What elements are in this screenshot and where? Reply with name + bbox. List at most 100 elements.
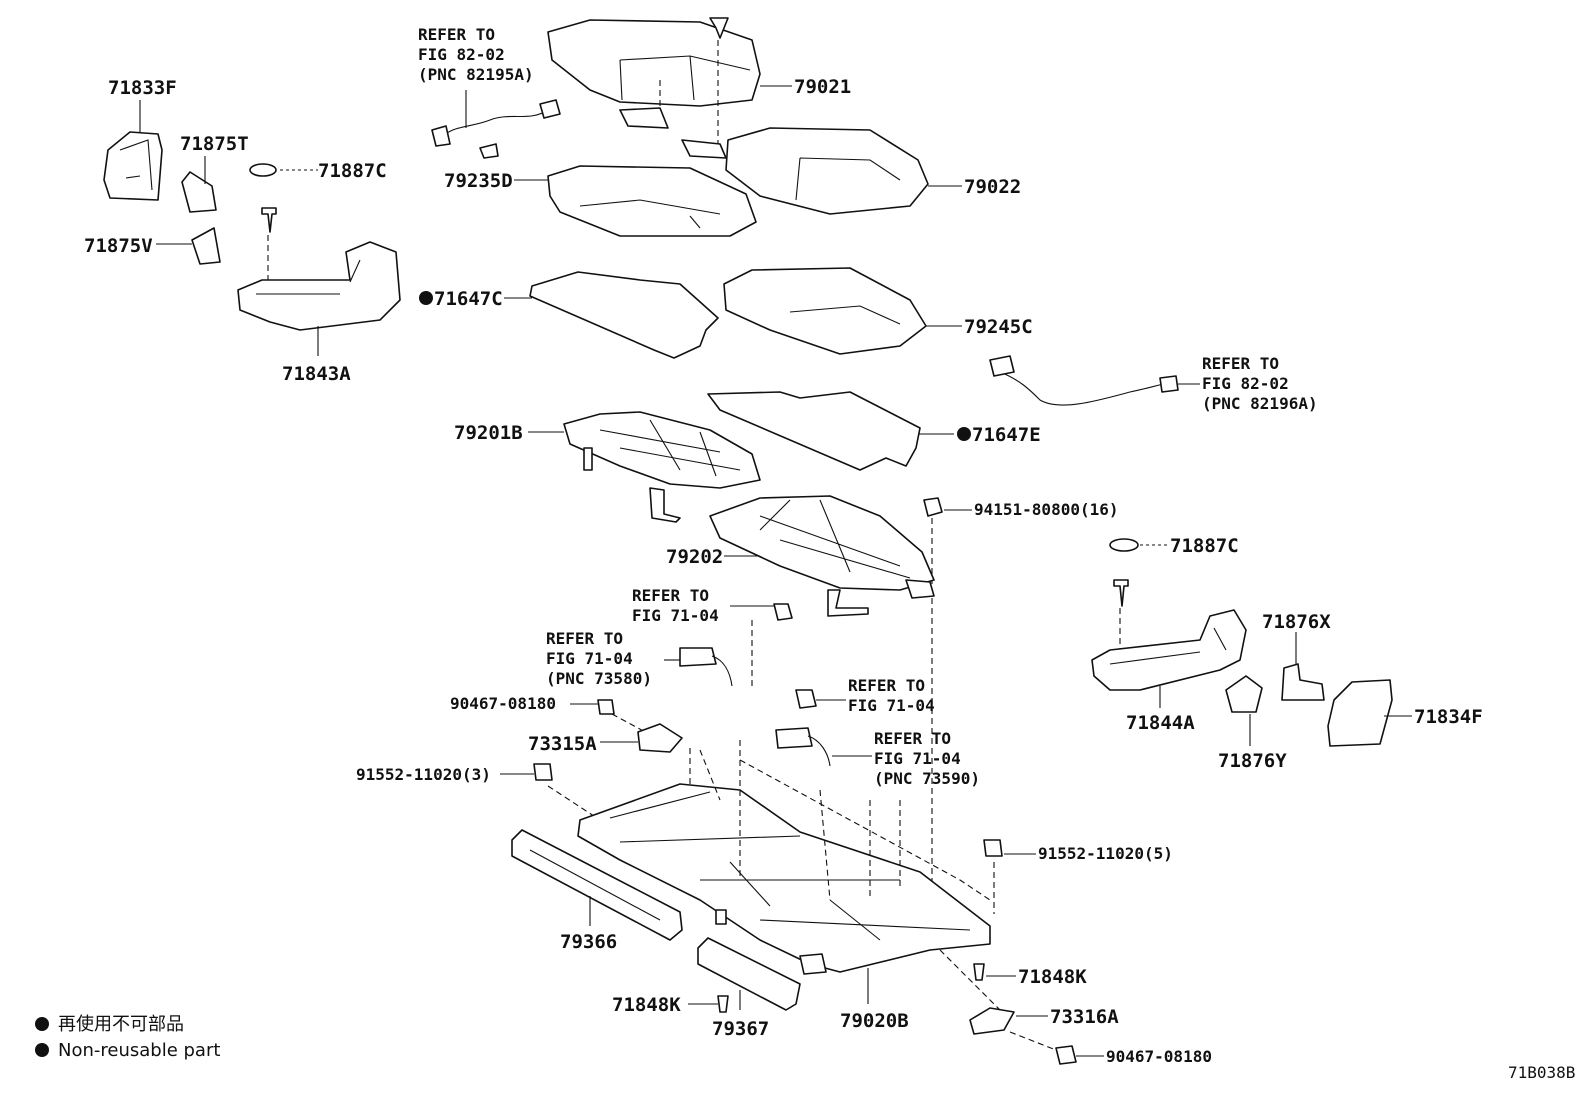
label-71848K-left: 71848K: [612, 994, 681, 1016]
clip-71848K-right: [973, 963, 985, 981]
label-71647E: 71647E: [972, 424, 1041, 446]
buckle-73590: [775, 727, 831, 767]
svg-text:(PNC 73590): (PNC 73590): [874, 769, 980, 788]
part-79367-track-cover: [697, 937, 801, 1011]
part-71833F-cover: [103, 131, 163, 201]
screw-right-top: [1113, 579, 1129, 607]
part-79366-track-cover: [511, 829, 683, 941]
label-91552-3: 91552-11020(3): [356, 765, 491, 784]
part-71647C-sheet: [529, 271, 719, 359]
label-71834F: 71834F: [1414, 706, 1483, 728]
label-79366: 79366: [560, 931, 617, 953]
label-73316A: 73316A: [1050, 1006, 1119, 1028]
part-71834F-cover: [1327, 679, 1393, 747]
svg-text:FIG 71-04: FIG 71-04: [848, 696, 935, 715]
label-71843A: 71843A: [282, 363, 351, 385]
label-71875V: 71875V: [84, 235, 153, 257]
bolt-refer-71-04: [773, 603, 793, 621]
wire-harness-82195A: [431, 99, 561, 159]
refer-71-04-b: REFER TO FIG 71-04: [848, 676, 935, 715]
svg-text:(PNC 82195A): (PNC 82195A): [418, 65, 534, 84]
part-71887C-cap-right: [1109, 538, 1139, 552]
legend: 再使用不可部品 Non-reusable part: [35, 1014, 220, 1061]
buckle-73580: [679, 647, 733, 687]
part-79022-cushion-pad: [725, 127, 929, 215]
label-71848K-right: 71848K: [1018, 966, 1087, 988]
refer-82195A: REFER TO FIG 82-02 (PNC 82195A): [418, 25, 534, 84]
legend-en: Non-reusable part: [58, 1040, 220, 1061]
part-71647E-sheet: [707, 391, 921, 471]
label-79202: 79202: [666, 546, 723, 568]
label-71887C-left: 71887C: [318, 160, 387, 182]
bolt-91552-5: [983, 839, 1003, 857]
clip-plate: [681, 139, 727, 159]
part-79201B-frame: [563, 411, 761, 523]
legend-bullet-en: [35, 1043, 49, 1057]
nut-94151: [923, 497, 943, 517]
refer-82196A: REFER TO FIG 82-02 (PNC 82196A): [1202, 354, 1318, 413]
svg-text:REFER TO: REFER TO: [848, 676, 925, 695]
label-91552-5: 91552-11020(5): [1038, 844, 1173, 863]
part-71875T-bracket: [181, 171, 217, 213]
refer-73580: REFER TO FIG 71-04 (PNC 73580): [546, 629, 652, 688]
part-79235D-cover: [547, 165, 757, 237]
label-79021: 79021: [794, 76, 851, 98]
bolt-90467-bottom: [1055, 1045, 1077, 1065]
label-79020B: 79020B: [840, 1010, 909, 1032]
svg-text:FIG 71-04: FIG 71-04: [632, 606, 719, 625]
bolt-refer-71-04-mid: [795, 689, 817, 709]
part-71876Y-bracket: [1225, 675, 1263, 713]
part-79021-cushion-cover: [547, 19, 761, 129]
svg-text:FIG 82-02: FIG 82-02: [1202, 374, 1289, 393]
part-73315A-bracket: [637, 723, 683, 753]
svg-text:REFER TO: REFER TO: [1202, 354, 1279, 373]
svg-text:REFER TO: REFER TO: [546, 629, 623, 648]
part-71887C-cap-left: [249, 163, 277, 177]
label-71887C-right: 71887C: [1170, 535, 1239, 557]
part-71875V-bracket: [191, 227, 221, 265]
bolt-91552-3: [533, 763, 553, 781]
part-71876X-bracket: [1281, 663, 1325, 701]
screw-left-top: [261, 207, 277, 233]
label-73315A: 73315A: [528, 733, 597, 755]
part-71843A-armrest: [237, 241, 401, 331]
label-79367: 79367: [712, 1018, 769, 1040]
label-90467-left: 90467-08180: [450, 694, 556, 713]
svg-text:(PNC 82196A): (PNC 82196A): [1202, 394, 1318, 413]
label-71844A: 71844A: [1126, 712, 1195, 734]
part-79245C-pad: [723, 267, 927, 355]
non-reusable-marker-71647C: [419, 291, 433, 305]
label-71647C: 71647C: [434, 288, 503, 310]
label-71875T: 71875T: [180, 133, 249, 155]
svg-text:REFER TO: REFER TO: [874, 729, 951, 748]
part-79202-frame: [709, 495, 935, 617]
clip-71848K-left: [717, 995, 729, 1013]
part-71844A-armrest: [1091, 609, 1247, 691]
wire-harness-82196A: [989, 355, 1179, 406]
part-73316A-bracket: [969, 1007, 1015, 1035]
svg-text:REFER TO: REFER TO: [632, 586, 709, 605]
label-79201B: 79201B: [454, 422, 523, 444]
legend-bullet-jp: [35, 1017, 49, 1031]
non-reusable-marker-71647E: [957, 427, 971, 441]
svg-text:REFER TO: REFER TO: [418, 25, 495, 44]
label-79022: 79022: [964, 176, 1021, 198]
label-71833F: 71833F: [108, 77, 177, 99]
label-90467-bottom: 90467-08180: [1106, 1047, 1212, 1066]
label-71876Y: 71876Y: [1218, 750, 1287, 772]
svg-text:(PNC 73580): (PNC 73580): [546, 669, 652, 688]
label-94151: 94151-80800(16): [974, 500, 1119, 519]
svg-text:FIG 82-02: FIG 82-02: [418, 45, 505, 64]
part-79020B-track-frame: [577, 783, 991, 975]
label-79235D: 79235D: [444, 170, 513, 192]
figure-code: 71B038B: [1508, 1063, 1575, 1082]
bolt-90467-left: [597, 699, 615, 715]
refer-73590: REFER TO FIG 71-04 (PNC 73590): [874, 729, 980, 788]
clip-top: [709, 17, 729, 39]
svg-text:FIG 71-04: FIG 71-04: [874, 749, 961, 768]
label-71876X: 71876X: [1262, 611, 1331, 633]
label-79245C: 79245C: [964, 316, 1033, 338]
refer-71-04-a: REFER TO FIG 71-04: [632, 586, 719, 625]
legend-jp: 再使用不可部品: [58, 1014, 184, 1035]
